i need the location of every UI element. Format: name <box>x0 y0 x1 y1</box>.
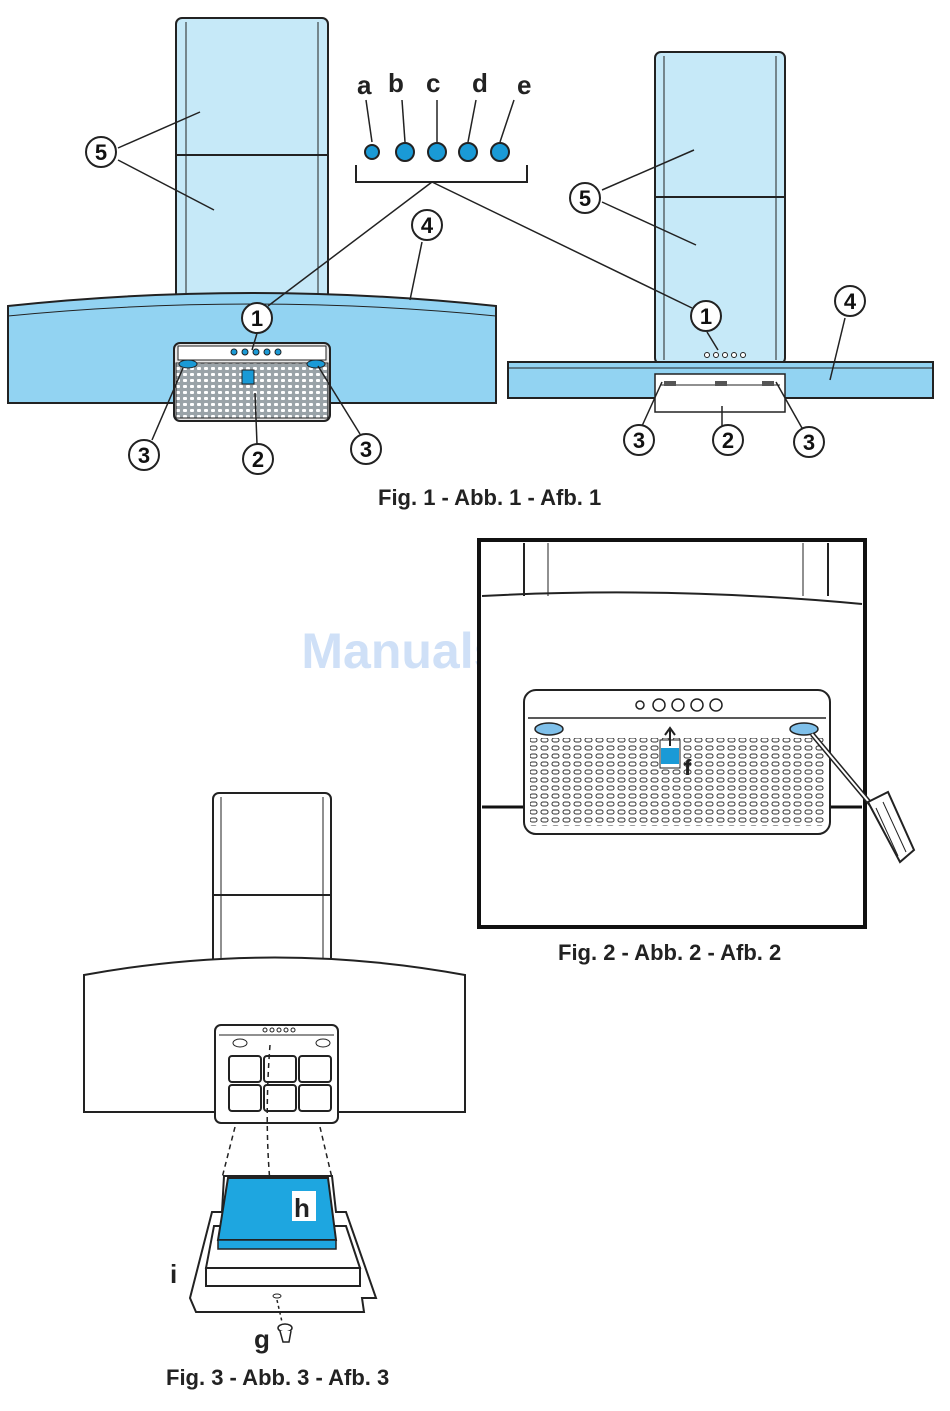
fig3-carbon-filter-h <box>218 1178 336 1240</box>
callout-5-right: 5 <box>570 183 600 213</box>
button-d-icon <box>459 143 477 161</box>
label-h: h <box>294 1193 310 1223</box>
svg-text:1: 1 <box>700 304 712 329</box>
fig2-latch-f <box>661 748 679 764</box>
callout-3-left-a: 3 <box>129 440 159 470</box>
callout-1-right: 1 <box>691 301 721 331</box>
screw-g-icon <box>278 1324 292 1342</box>
button-panel: a b c d e <box>356 68 531 182</box>
button-b-icon <box>396 143 414 161</box>
svg-text:3: 3 <box>633 428 645 453</box>
fig2-caption: Fig. 2 - Abb. 2 - Afb. 2 <box>558 940 781 965</box>
svg-text:2: 2 <box>722 428 734 453</box>
chimney-left <box>176 18 328 308</box>
callout-4-right: 4 <box>835 286 865 316</box>
label-g: g <box>254 1324 270 1354</box>
svg-text:3: 3 <box>360 437 372 462</box>
svg-text:5: 5 <box>95 140 107 165</box>
callout-4-left: 4 <box>412 210 442 240</box>
fig1-caption: Fig. 1 - Abb. 1 - Afb. 1 <box>378 485 601 510</box>
fig2-light-left <box>535 723 563 735</box>
svg-text:4: 4 <box>421 213 434 238</box>
button-a-icon <box>365 145 379 159</box>
fig3-caption: Fig. 3 - Abb. 3 - Afb. 3 <box>166 1365 389 1390</box>
fig3-chimney <box>213 793 331 973</box>
button-e-icon <box>491 143 509 161</box>
label-i: i <box>170 1259 177 1289</box>
button-letter-b: b <box>388 68 404 98</box>
fig3-hood: h i g <box>84 793 465 1354</box>
button-letter-c: c <box>426 68 440 98</box>
callout-1-left: 1 <box>242 303 272 333</box>
button-letter-e: e <box>517 70 531 100</box>
light-left-b <box>307 360 325 368</box>
button-letter-a: a <box>357 70 372 100</box>
callout-5-left: 5 <box>86 137 116 167</box>
svg-text:3: 3 <box>803 430 815 455</box>
fig1-right-hood <box>508 52 933 412</box>
callout-3-right-b: 3 <box>794 427 824 457</box>
svg-text:3: 3 <box>138 443 150 468</box>
svg-text:1: 1 <box>251 306 263 331</box>
filter-latch-icon <box>242 370 254 384</box>
label-f: f <box>684 755 692 780</box>
control-unit-right <box>655 374 785 412</box>
callout-3-left-b: 3 <box>351 434 381 464</box>
fig2-detail: f <box>479 540 914 927</box>
callout-3-right-a: 3 <box>624 425 654 455</box>
callout-2-right: 2 <box>713 425 743 455</box>
svg-text:2: 2 <box>252 447 264 472</box>
light-left-a <box>179 360 197 368</box>
svg-text:4: 4 <box>844 289 857 314</box>
svg-text:5: 5 <box>579 186 591 211</box>
button-c-icon <box>428 143 446 161</box>
callout-2-left: 2 <box>243 444 273 474</box>
button-letter-d: d <box>472 68 488 98</box>
